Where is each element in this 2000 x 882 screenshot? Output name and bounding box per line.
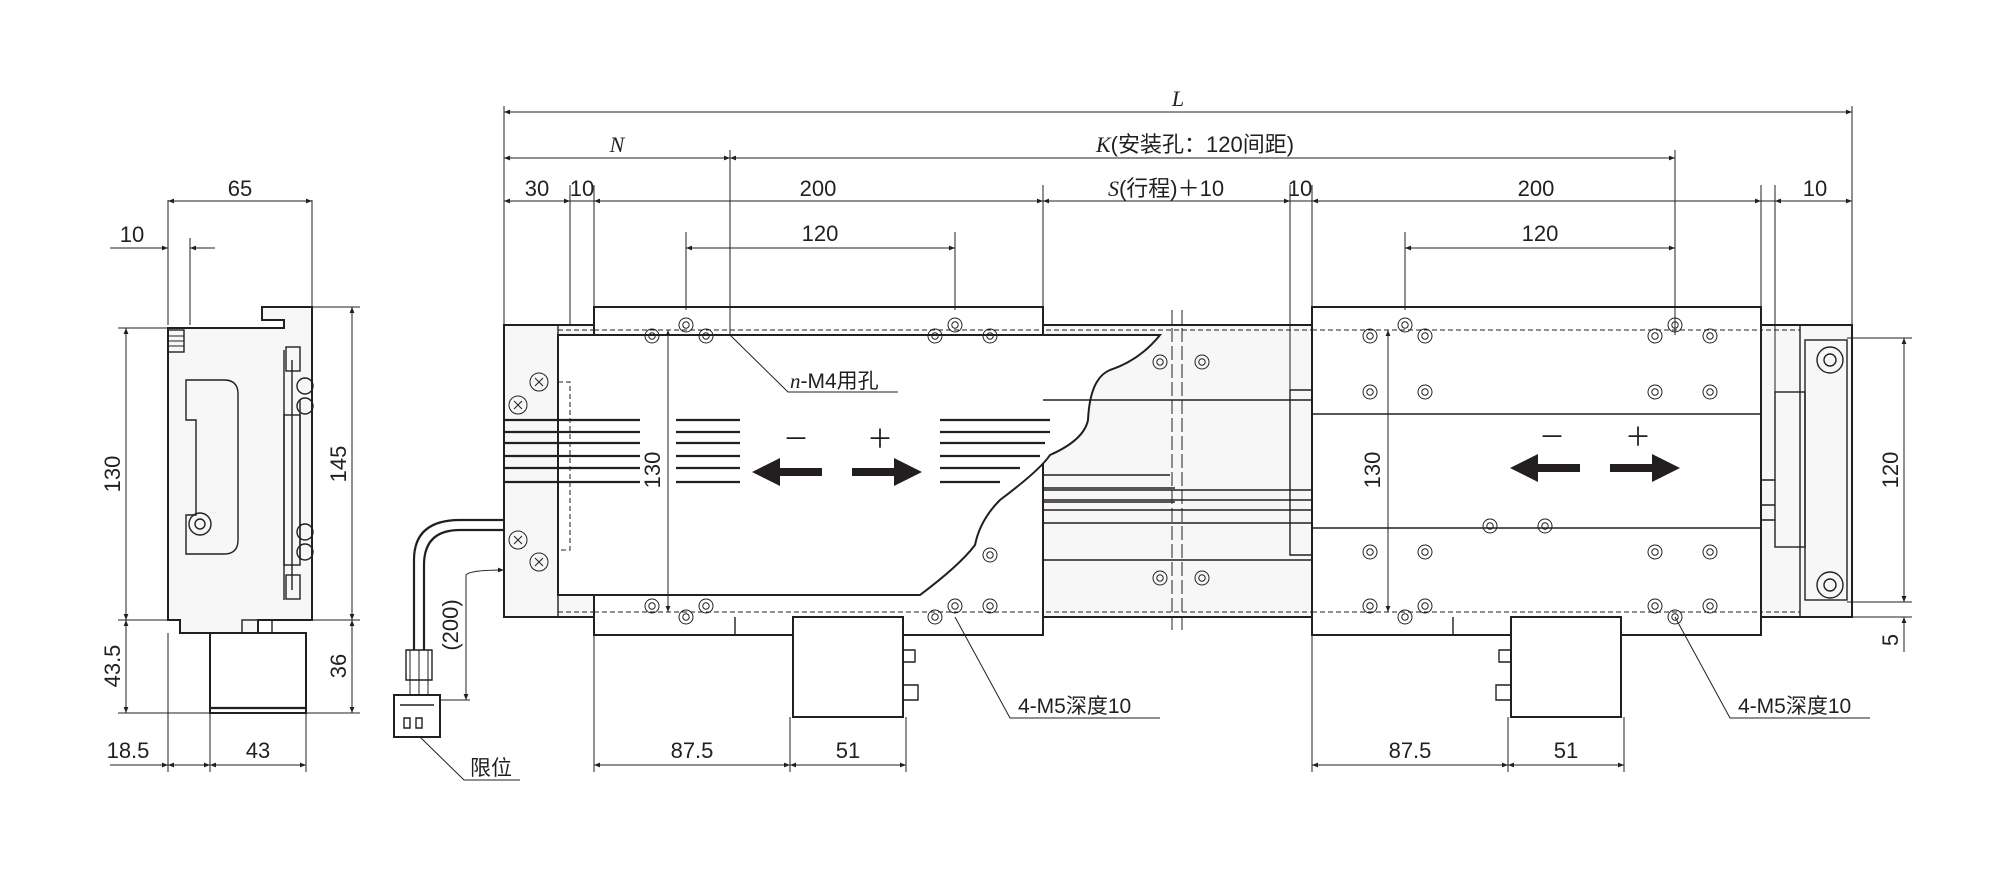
dim-51-left: 51 bbox=[836, 738, 860, 763]
dim-stroke: S(行程)＋10 bbox=[1108, 176, 1224, 201]
dim-10-right: 10 bbox=[1803, 176, 1827, 201]
dim-120-left: 120 bbox=[802, 221, 839, 246]
dim-cable-200: (200) bbox=[438, 599, 463, 650]
side-dim-130: 130 bbox=[100, 456, 125, 493]
dim-87-5-left: 87.5 bbox=[671, 738, 714, 763]
side-dim-18-5: 18.5 bbox=[107, 738, 150, 763]
side-dim-36: 36 bbox=[326, 654, 351, 678]
dimension-lines bbox=[110, 106, 1912, 781]
dim-51-right: 51 bbox=[1554, 738, 1578, 763]
dimension-labels: L N K(安装孔：120间距) 30 10 200 S(行程)＋10 10 2… bbox=[100, 86, 1903, 763]
dim-130-right: 130 bbox=[1360, 452, 1385, 489]
note-n-m4-holes: n-M4用孔 bbox=[790, 369, 879, 393]
dim-30: 30 bbox=[525, 176, 549, 201]
dim-87-5-right: 87.5 bbox=[1389, 738, 1432, 763]
side-dim-65: 65 bbox=[228, 176, 252, 201]
dim-200-left: 200 bbox=[800, 176, 837, 201]
plus-sign-right: ＋ bbox=[1625, 422, 1651, 452]
dim-K: K(安装孔：120间距) bbox=[1095, 132, 1294, 157]
dim-N: N bbox=[609, 132, 626, 157]
dim-120-right: 120 bbox=[1522, 221, 1559, 246]
motor-blocks bbox=[734, 616, 1622, 718]
dim-5: 5 bbox=[1878, 634, 1903, 646]
note-m5-left: 4-M5深度10 bbox=[1018, 695, 1131, 718]
dim-10-left: 10 bbox=[570, 176, 594, 201]
notes: n-M4用孔 4-M5深度10 4-M5深度10 限位 bbox=[470, 369, 1851, 780]
dim-130-left: 130 bbox=[640, 452, 665, 489]
note-m5-right: 4-M5深度10 bbox=[1738, 695, 1851, 718]
side-dim-145: 145 bbox=[326, 446, 351, 483]
side-dim-10: 10 bbox=[120, 222, 144, 247]
side-view bbox=[167, 306, 314, 714]
dim-10-middle: 10 bbox=[1288, 176, 1312, 201]
side-dim-43: 43 bbox=[246, 738, 270, 763]
end-plate-holes bbox=[508, 346, 1844, 599]
cable-connector bbox=[393, 518, 504, 738]
plus-sign-left: ＋ bbox=[867, 424, 893, 454]
minus-sign-right: － bbox=[1539, 422, 1565, 452]
dim-120-side: 120 bbox=[1878, 452, 1903, 489]
dim-L: L bbox=[1171, 86, 1184, 111]
direction-arrows: － ＋ － ＋ bbox=[752, 422, 1680, 486]
side-dim-43-5: 43.5 bbox=[100, 645, 125, 688]
note-limit: 限位 bbox=[470, 757, 512, 780]
minus-sign-left: － bbox=[783, 424, 809, 454]
dim-200-right: 200 bbox=[1518, 176, 1555, 201]
